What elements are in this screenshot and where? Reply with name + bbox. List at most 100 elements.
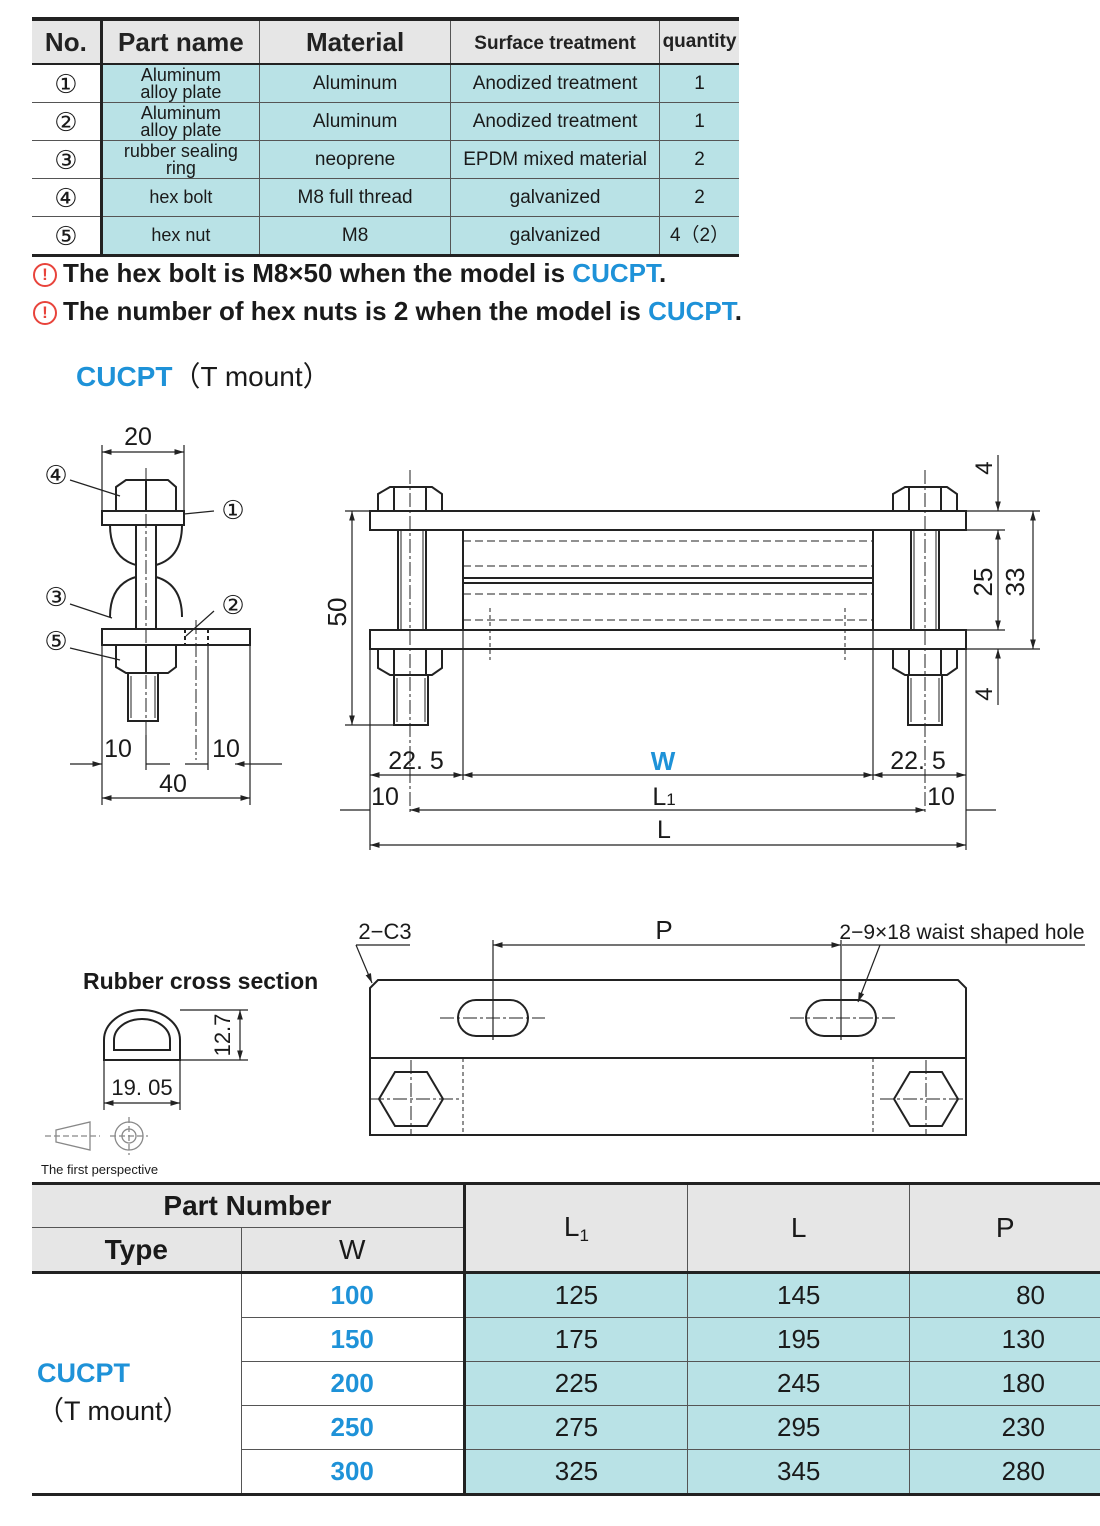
header-type: Type	[32, 1227, 242, 1273]
dim-l: L	[657, 816, 671, 844]
part-no: ④	[32, 178, 102, 217]
type-cell: CUCPT （T mount）	[32, 1271, 242, 1496]
cell-l: 345	[687, 1449, 910, 1496]
first-angle-projection-icon	[45, 1117, 148, 1155]
part-surface: Anodized treatment	[450, 64, 660, 103]
cell-l1: 125	[462, 1271, 688, 1318]
top-dimensions	[355, 940, 1085, 1040]
header-part-number: Part Number	[32, 1182, 465, 1228]
front-view	[369, 470, 967, 815]
callout-4: ④	[44, 460, 67, 490]
projection-label: The first perspective	[41, 1162, 158, 1177]
part-surface: galvanized	[450, 216, 660, 257]
parts-header-row: No. Part name Material Surface treatment…	[32, 17, 739, 65]
dim-33: 33	[1000, 568, 1030, 597]
part-material: Aluminum	[259, 64, 451, 103]
part-quantity: 2	[659, 140, 739, 179]
cell-l1: 225	[462, 1361, 688, 1406]
table-row: 200 225 245 180	[32, 1361, 1100, 1406]
parts-table: No. Part name Material Surface treatment…	[32, 17, 739, 257]
side-dimensions	[69, 445, 282, 805]
cell-p: 280	[909, 1449, 1100, 1496]
rubber-dimensions	[103, 1009, 248, 1110]
dim-10-l1-right: 10	[927, 783, 955, 811]
part-surface: Anodized treatment	[450, 102, 660, 141]
rubber-section	[103, 1009, 181, 1061]
cell-l: 295	[687, 1405, 910, 1450]
header-l: L	[687, 1182, 910, 1273]
cell-l: 195	[687, 1317, 910, 1362]
table-row: CUCPT （T mount） 100 125 145 80	[32, 1271, 1100, 1496]
note-bolt: !The hex bolt is M8×50 when the model is…	[33, 258, 666, 289]
dim-width-20: 20	[124, 423, 152, 451]
table-row: 250 275 295 230	[32, 1405, 1100, 1450]
table-row: ⑤ hex nut M8 galvanized 4（2）	[32, 216, 739, 257]
part-no: ③	[32, 140, 102, 179]
dim-4-bottom: 4	[971, 687, 998, 700]
header-quantity: quantity	[659, 17, 739, 65]
header-l1: L1	[462, 1182, 688, 1273]
dim-50: 50	[322, 598, 352, 627]
dim-25: 25	[968, 568, 998, 597]
table-row: 300 325 345 280	[32, 1449, 1100, 1496]
cell-l: 245	[687, 1361, 910, 1406]
dim-12-7: 12.7	[210, 1014, 235, 1057]
chamfer-label: 2−C3	[358, 919, 411, 944]
part-surface: galvanized	[450, 178, 660, 217]
rubber-title: Rubber cross section	[83, 968, 318, 994]
header-p: P	[909, 1182, 1100, 1273]
part-name: hex bolt	[99, 178, 260, 217]
dim-40: 40	[159, 770, 187, 798]
part-material: Aluminum	[259, 102, 451, 141]
part-material: M8 full thread	[259, 178, 451, 217]
cell-l1: 325	[462, 1449, 688, 1496]
part-surface: EPDM mixed material	[450, 140, 660, 179]
callout-1: ①	[221, 495, 244, 525]
part-quantity: 2	[659, 178, 739, 217]
dim-22-5-left: 22. 5	[388, 747, 444, 775]
technical-drawing: 20 10 10 40 ④ ① ③ ② ⑤	[41, 423, 1085, 1177]
cell-p: 230	[909, 1405, 1100, 1450]
part-no: ⑤	[32, 216, 102, 257]
cell-w: 150	[240, 1317, 465, 1362]
part-quantity: 4（2）	[659, 216, 739, 257]
side-view	[101, 468, 251, 760]
dim-10-right: 10	[212, 735, 240, 763]
warning-icon: !	[33, 263, 57, 287]
callout-3: ③	[44, 582, 67, 612]
part-material: neoprene	[259, 140, 451, 179]
cell-l1: 275	[462, 1405, 688, 1450]
header-surface: Surface treatment	[450, 17, 660, 65]
dim-4-top: 4	[971, 461, 998, 474]
note-nuts: !The number of hex nuts is 2 when the mo…	[33, 296, 742, 327]
dim-p: P	[655, 915, 672, 945]
cell-p: 80	[909, 1271, 1100, 1318]
header-w: W	[240, 1227, 465, 1273]
warning-icon: !	[33, 301, 57, 325]
cell-w: 250	[240, 1405, 465, 1450]
cell-w: 100	[240, 1271, 465, 1318]
part-name: hex nut	[99, 216, 260, 257]
callout-2: ②	[221, 590, 244, 620]
size-table: Part Number L1 L P Type W CUCPT （T mount…	[32, 1182, 1100, 1496]
cell-l: 145	[687, 1271, 910, 1318]
header-material: Material	[259, 17, 451, 65]
header-part-name: Part name	[99, 17, 260, 65]
dim-19-05: 19. 05	[111, 1075, 172, 1100]
part-quantity: 1	[659, 64, 739, 103]
cell-p: 180	[909, 1361, 1100, 1406]
dim-10-l1-left: 10	[371, 783, 399, 811]
callout-5: ⑤	[44, 626, 67, 656]
part-no: ②	[32, 102, 102, 141]
front-dimensions	[340, 455, 1040, 850]
header-no: No.	[32, 17, 102, 65]
table-row: ④ hex bolt M8 full thread galvanized 2	[32, 178, 739, 217]
part-quantity: 1	[659, 102, 739, 141]
dim-w: W	[651, 746, 676, 776]
cell-w: 300	[240, 1449, 465, 1496]
